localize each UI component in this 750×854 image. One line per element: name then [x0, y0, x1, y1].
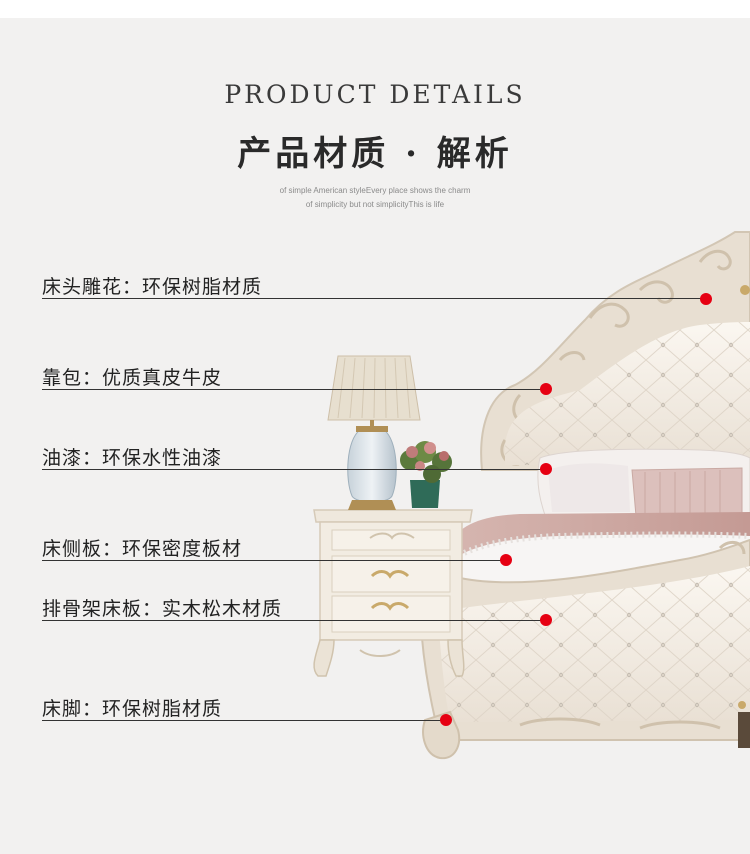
red-dot-icon [540, 383, 552, 395]
title-english: PRODUCT DETAILS [224, 80, 526, 109]
red-dot-icon [700, 293, 712, 305]
red-dot-icon [540, 614, 552, 626]
subtitle-line-1: of simple American styleEvery place show… [279, 186, 471, 195]
red-dot-icon [500, 554, 512, 566]
callout-label-slat-frame: 排骨架床板：实木松木材质 [42, 598, 283, 620]
callout-line-cushion [42, 389, 546, 390]
callout-label-side-panel: 床侧板：环保密度板材 [42, 538, 243, 560]
red-dot-icon [540, 463, 552, 475]
red-dot-icon [440, 714, 452, 726]
subtitle-line-2: of simplicity but not simplicityThis is … [305, 200, 445, 209]
callout-label-paint: 油漆：环保水性油漆 [42, 447, 223, 469]
callout-line-bed-legs [42, 720, 446, 721]
top-white-band [0, 0, 750, 18]
callout-line-slat-frame [42, 620, 546, 621]
callout-label-headboard-carving: 床头雕花：环保树脂材质 [42, 276, 263, 298]
callout-line-paint [42, 469, 546, 470]
title-chinese: 产品材质 · 解析 [237, 134, 513, 174]
callout-label-bed-legs: 床脚：环保树脂材质 [42, 698, 223, 720]
callout-label-cushion: 靠包：优质真皮牛皮 [42, 367, 223, 389]
callout-line-headboard-carving [42, 298, 706, 299]
callout-line-side-panel [42, 560, 506, 561]
